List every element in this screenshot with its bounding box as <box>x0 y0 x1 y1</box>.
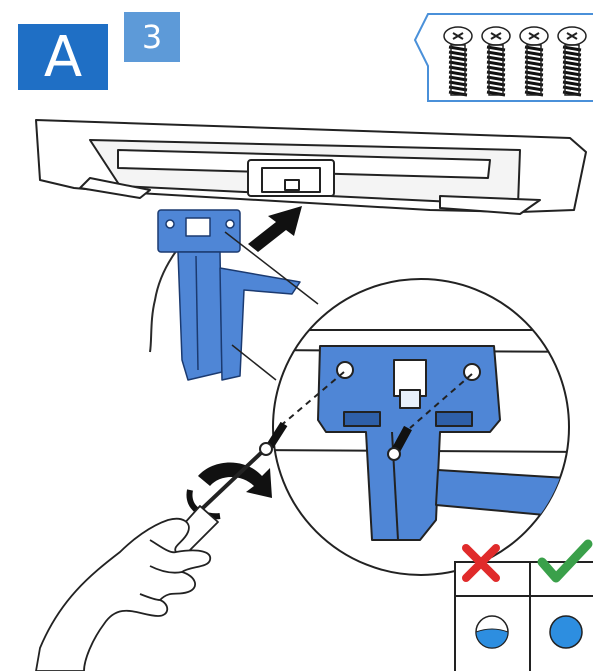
push-arrow-icon <box>248 206 302 252</box>
screw-icon <box>481 26 511 97</box>
correct-fill <box>549 615 583 649</box>
check-icon <box>537 539 593 583</box>
zoom-hole-right <box>463 363 481 381</box>
zoom-slot-left <box>343 411 381 427</box>
comparison-box <box>454 539 593 671</box>
step-number-badge: 3 <box>124 12 180 62</box>
soundbar-foot-left <box>79 177 151 199</box>
zoom-screw-right <box>387 425 412 461</box>
cross-icon <box>462 544 500 582</box>
zoom-slot-right <box>435 411 473 427</box>
zoom-detail <box>272 278 570 576</box>
soundbar <box>35 119 587 215</box>
incorrect-indicator <box>475 615 509 649</box>
soundbar-foot-right <box>439 195 541 215</box>
step-letter-badge: A <box>18 24 108 90</box>
zoom-line-bottom <box>231 344 277 381</box>
step-number: 3 <box>141 18 163 56</box>
bracket-hole-right <box>225 219 235 229</box>
incorrect-fill <box>475 628 509 649</box>
zoom-line-top <box>224 231 319 305</box>
soundbar-port <box>284 179 300 191</box>
guide-right <box>409 373 473 429</box>
zoom-bracket-plate <box>317 345 501 541</box>
hand-fingers <box>139 539 183 601</box>
bracket-window <box>185 217 211 237</box>
screw-icon <box>557 26 587 97</box>
loose-screw <box>259 421 288 456</box>
screw-parts-box <box>413 13 593 102</box>
screw-icon <box>519 26 549 97</box>
bracket-rib <box>195 255 199 371</box>
screw-icon <box>443 26 473 97</box>
correct-indicator <box>549 615 583 649</box>
zoom-clip <box>399 389 421 409</box>
hand-with-screwdriver <box>35 450 264 671</box>
hand <box>35 517 211 671</box>
guide-left <box>277 371 345 429</box>
bracket-hole-left <box>165 219 175 229</box>
bracket-arm <box>177 251 223 381</box>
screw-group <box>443 26 587 97</box>
step-letter: A <box>43 24 83 90</box>
